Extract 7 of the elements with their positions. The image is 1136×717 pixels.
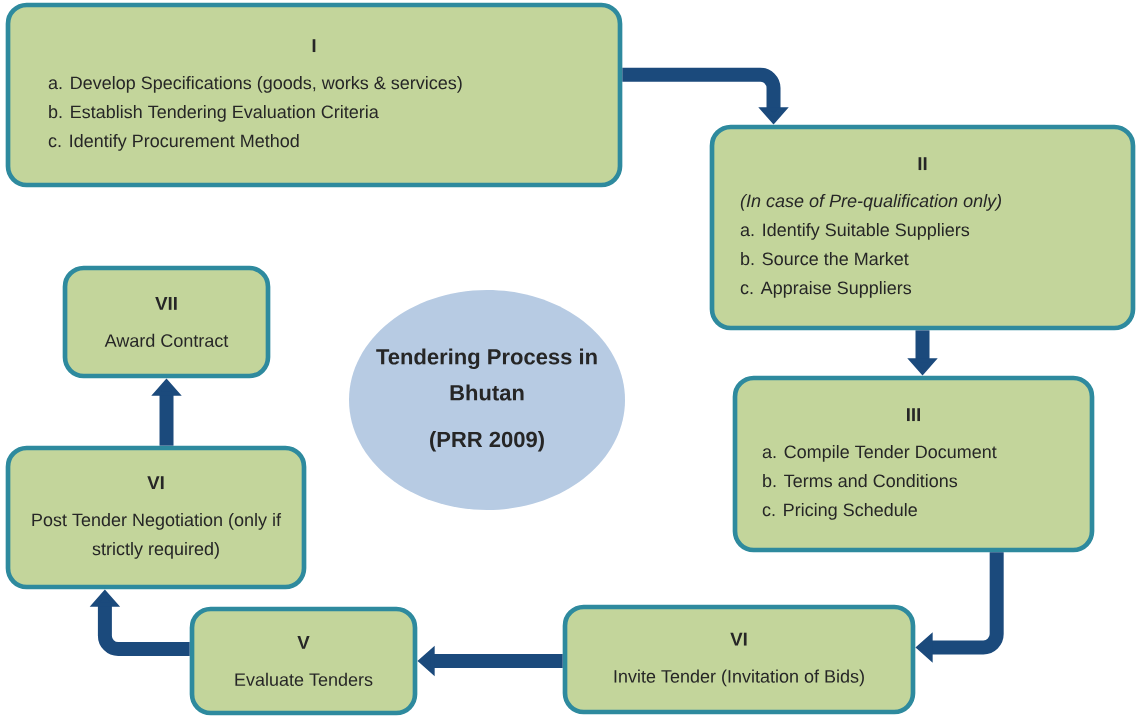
process-box: VI Invite Tender (Invitation of Bids) <box>562 604 916 715</box>
process-box: II (In case of Pre-qualification only) a. Identify Suitable Suppliers b. Source the Market c. Appraise Suppliers <box>709 124 1136 331</box>
process-box: I a. Develop Specifications (goods, works & services) b. Establish Tendering Evaluation Criteria c. Identify Procurement Method <box>5 2 623 188</box>
process-box: VI Post Tender Negotiation (only if strictly required) <box>5 445 307 590</box>
process-box: V Evaluate Tenders <box>189 606 418 716</box>
process-box: III a. Compile Tender Document b. Terms and Conditions c. Pricing Schedule <box>732 375 1095 553</box>
process-box: VII Award Contract <box>62 265 271 379</box>
